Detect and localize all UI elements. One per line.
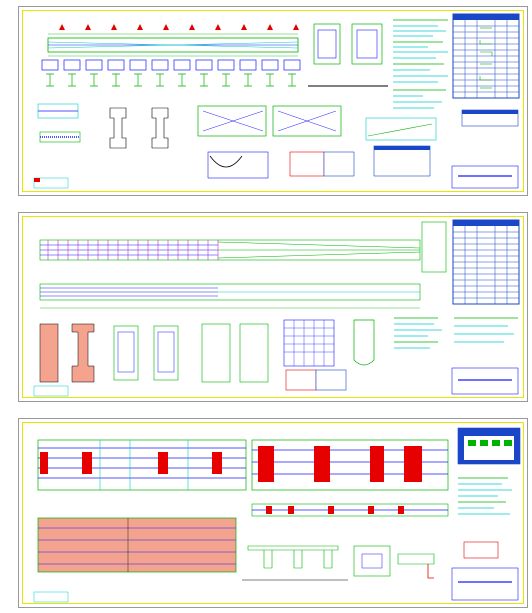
drawing-sheet-1[interactable]: [18, 6, 528, 196]
sheet-border: [18, 6, 528, 196]
mid-details: [37, 103, 437, 149]
lower-tables: [207, 109, 519, 179]
notes-block: [393, 19, 448, 109]
sheet-2-drawing: [33, 219, 520, 397]
deck-plan-left: [37, 439, 247, 491]
cross-sections-row: [41, 59, 301, 87]
drawing-sheet-2[interactable]: [18, 212, 528, 402]
notes-block-2: [394, 317, 518, 349]
title-block-3: [33, 541, 519, 603]
beam-reinforcement-elevation: [39, 239, 421, 261]
rebar-schedule-table-2: [421, 219, 520, 305]
deck-elevation: [251, 503, 449, 517]
deck-plan-right: [251, 439, 449, 491]
sheet-border: [18, 212, 528, 402]
sheet-3-drawing: [33, 427, 521, 603]
bearing-details: [353, 545, 435, 579]
sheet-inner-frame: [22, 10, 524, 192]
cross-section-details-2: [39, 319, 375, 383]
drawing-sheet-3[interactable]: [18, 418, 528, 608]
sheet-1-drawing: [33, 13, 520, 189]
beam-elevation: [47, 33, 299, 57]
title-block: [33, 165, 519, 189]
legend-table-3: [457, 427, 521, 465]
girder-cross-section: [242, 545, 348, 581]
slab-plan-bottom: [37, 517, 237, 573]
section-markers: [59, 24, 299, 30]
beam-plan: [39, 283, 421, 309]
title-block-2: [33, 367, 519, 397]
sheet-inner-frame: [22, 422, 524, 604]
notes-block-3: [458, 477, 512, 515]
rebar-schedule-table: [452, 13, 520, 99]
sheet-inner-frame: [22, 216, 524, 398]
end-block-details: [308, 23, 388, 87]
sheet-border: [18, 418, 528, 608]
